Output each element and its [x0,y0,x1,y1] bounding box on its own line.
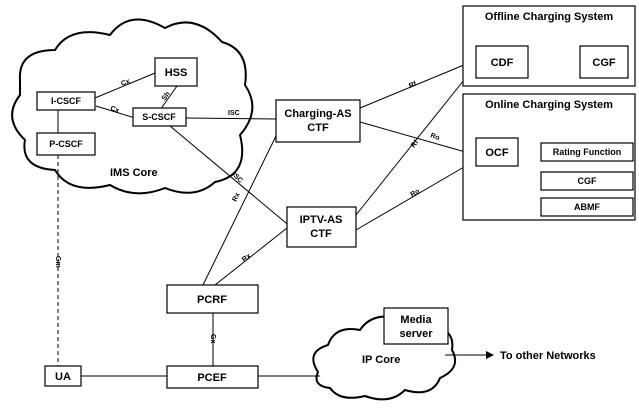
link-hss-scscf [159,85,178,111]
pcscf-label: P-CSCF [49,139,83,149]
pcef-label: PCEF [197,372,227,384]
iface-rx-iptv-pcrf: Rx [241,252,252,263]
link-chas-ocf [359,121,477,156]
link-scscf-chas [185,117,277,120]
charging-as-node [275,99,361,143]
offline-charging-system-title: Offline Charging System [485,11,614,23]
cgf-online-label: CGF [578,176,598,186]
link-iptv-pcrf [214,227,288,286]
iface-ro-chas-ocf: Ro [429,132,440,142]
iface-isc-scscf-chas: ISC [228,110,240,117]
pcef-node [166,365,259,389]
link-iptv-cdf [355,64,477,216]
iface-rx-chas-pcrf: Rx [232,192,242,203]
charging-as-label-line1: Charging-AS [284,108,351,120]
link-iptv-ocf [355,159,477,231]
to-other-networks-label: To other Networks [500,350,596,362]
hss-label: HSS [165,67,188,79]
iface-ro-iptv-ocf: Ro [410,188,422,199]
cgf-offline-label: CGF [592,57,616,69]
cdf-node [475,45,529,79]
iface-sh-hss-scscf: Sh [161,91,172,102]
iface-cx-hss-icscf: Cx [120,78,131,88]
iface-cx-icscf-scscf: Cx [109,105,120,114]
iface-gx-pcrf-pcef: Gx [209,334,216,343]
media-server-node [383,307,449,345]
pcscf-node [36,132,96,156]
ocf-label: OCF [485,147,509,159]
cgf-offline-node [579,45,629,79]
link-icscf-scscf [95,105,136,119]
cgf-online-node [540,171,634,191]
iface-rf-chas-cdf: Rf [408,80,418,90]
iptv-as-node [286,206,357,248]
hss-node [154,57,198,87]
ua-node [44,365,82,387]
abmf-label: ABMF [574,202,600,212]
abmf-node [540,197,634,217]
iptv-as-label-line2: CTF [310,228,332,240]
ip-core-label: IP Core [362,354,400,366]
iface-isc-scscf-iptv: ISC [231,171,244,184]
icscf-label: I-CSCF [51,96,81,106]
icscf-node [36,91,96,111]
media-server-label-line2: server [399,328,433,340]
link-scscf-iptv [169,125,293,229]
iface-rf-iptv-cdf: Rf [410,139,420,150]
pcrf-label: PCRF [197,294,227,306]
link-chas-cdf [359,59,477,109]
scscf-label: S-CSCF [142,112,176,122]
link-chas-pcrf [202,135,277,286]
charging-as-label-line2: CTF [307,122,329,134]
pcrf-node [166,284,259,314]
rating-function-node [540,142,634,162]
ocf-node [475,137,519,167]
online-charging-system-title: Online Charging System [485,99,613,111]
scscf-node [132,107,187,127]
iptv-as-label-line1: IPTV-AS [300,214,343,226]
media-server-label-line1: Media [400,314,432,326]
iface-gm-pcscf-ua: Gm [54,256,61,268]
cdf-label: CDF [491,57,514,69]
ims-core-label: IMS Core [110,167,158,179]
link-hss-icscf [94,72,156,99]
rating-function-label: Rating Function [553,147,622,157]
arrow-to-other-networks-icon [486,351,494,359]
ua-label: UA [55,371,71,383]
